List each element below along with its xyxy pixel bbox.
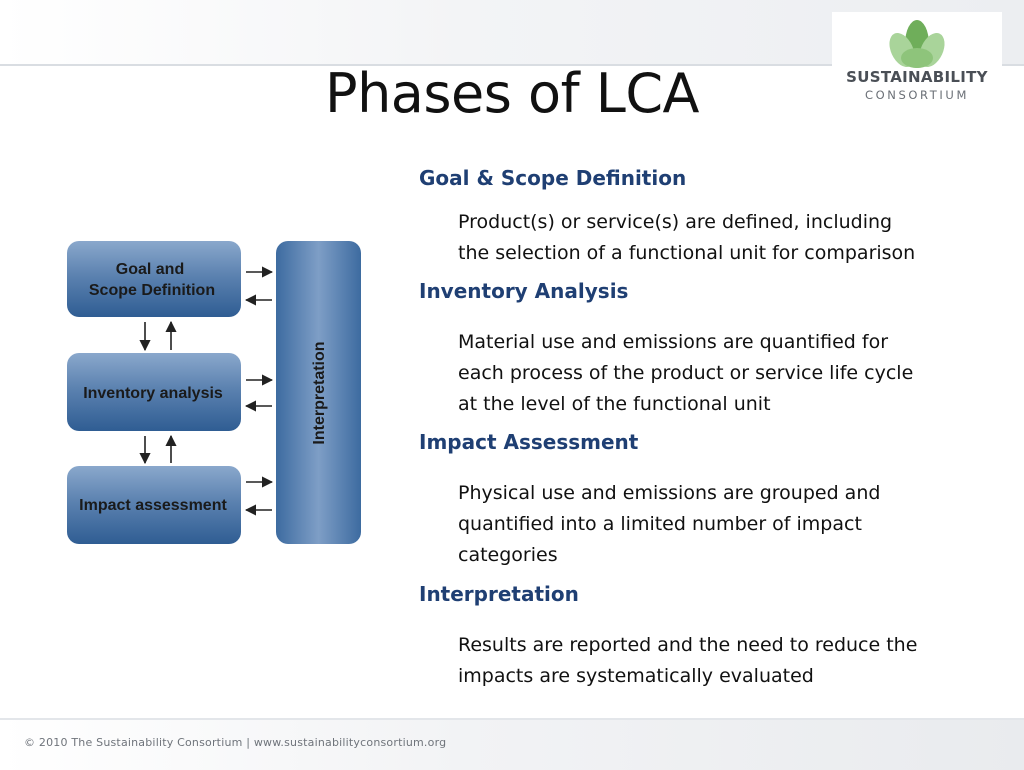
box-impact bbox=[67, 466, 241, 544]
text-line: impacts are systematically evaluated bbox=[458, 665, 814, 687]
box-inventory-label: Inventory analysis bbox=[83, 385, 223, 402]
box-goal-scope-line1: Goal and bbox=[116, 261, 184, 278]
box-interpretation bbox=[276, 241, 361, 544]
slide-title: Phases of LCA bbox=[325, 62, 699, 125]
text-line: categories bbox=[458, 544, 558, 566]
text-line: quantified into a limited number of impa… bbox=[458, 513, 862, 535]
interpretation-label: Interpretation bbox=[311, 341, 328, 444]
consortium-logo: SUSTAINABILITY CONSORTIUM bbox=[832, 12, 1002, 112]
text-line: Product(s) or service(s) are defined, in… bbox=[458, 211, 893, 233]
text-line: Material use and emissions are quantifie… bbox=[458, 331, 889, 353]
footer-band bbox=[0, 718, 1024, 770]
text-interpretation: Results are reported and the need to red… bbox=[458, 630, 978, 692]
box-impact-label: Impact assessment bbox=[79, 497, 227, 514]
text-impact: Physical use and emissions are grouped a… bbox=[458, 478, 978, 571]
footer-text: © 2010 The Sustainability Consortium | w… bbox=[24, 736, 447, 749]
text-goal-scope: Product(s) or service(s) are defined, in… bbox=[458, 207, 978, 269]
lca-phase-diagram: Goal and Scope Definition Inventory anal… bbox=[67, 241, 361, 544]
heading-goal-scope: Goal & Scope Definition bbox=[419, 166, 687, 190]
heading-inventory: Inventory Analysis bbox=[419, 279, 629, 303]
logo-line1: SUSTAINABILITY bbox=[846, 68, 988, 86]
text-line: the selection of a functional unit for c… bbox=[458, 242, 916, 264]
heading-interpretation: Interpretation bbox=[419, 582, 579, 606]
heading-impact: Impact Assessment bbox=[419, 430, 639, 454]
text-line: each process of the product or service l… bbox=[458, 362, 914, 384]
text-line: Results are reported and the need to red… bbox=[458, 634, 918, 656]
box-inventory bbox=[67, 353, 241, 431]
text-line: at the level of the functional unit bbox=[458, 393, 771, 415]
lotus-icon bbox=[889, 20, 945, 68]
text-inventory: Material use and emissions are quantifie… bbox=[458, 327, 978, 420]
logo-line2: CONSORTIUM bbox=[865, 88, 969, 102]
box-goal-scope bbox=[67, 241, 241, 317]
text-line: Physical use and emissions are grouped a… bbox=[458, 482, 881, 504]
box-goal-scope-line2: Scope Definition bbox=[89, 282, 215, 299]
